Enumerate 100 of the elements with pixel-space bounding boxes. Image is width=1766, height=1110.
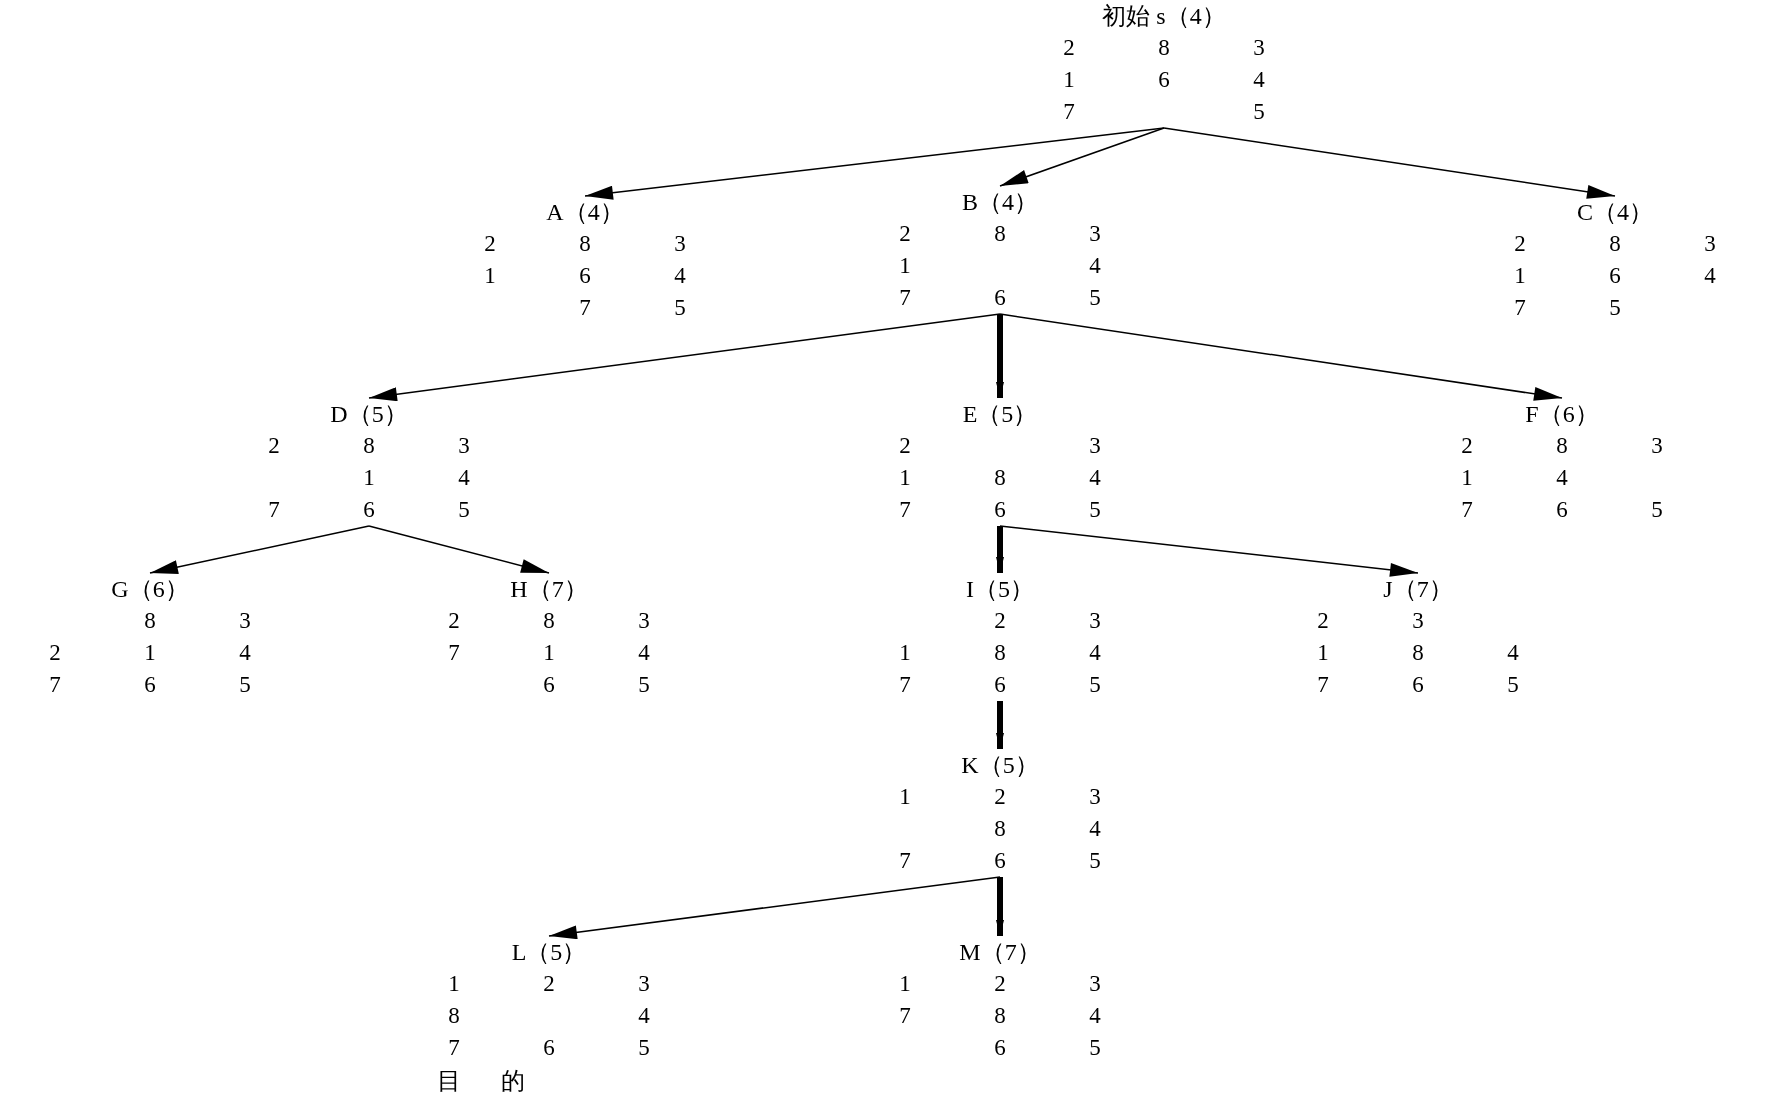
arrow bbox=[996, 526, 1004, 573]
tile-number: 1 bbox=[1460, 464, 1474, 492]
tile-number: 5 bbox=[1650, 496, 1664, 524]
tile-number: 6 bbox=[993, 496, 1007, 524]
state-label: M（7） bbox=[959, 938, 1041, 967]
tile-number: 7 bbox=[447, 639, 461, 667]
tile-number: 5 bbox=[1088, 847, 1102, 875]
tile-number: 2 bbox=[1460, 432, 1474, 460]
tile-number: 7 bbox=[48, 671, 62, 699]
tile-number: 7 bbox=[898, 284, 912, 312]
tile-number: 8 bbox=[993, 220, 1007, 248]
tile-number: 8 bbox=[578, 230, 592, 258]
tile-number: 4 bbox=[673, 262, 687, 290]
arrow bbox=[999, 525, 1419, 577]
arrow bbox=[584, 127, 1165, 200]
tile-number: 1 bbox=[898, 464, 912, 492]
tile-number: 3 bbox=[1411, 607, 1425, 635]
tile-number: 2 bbox=[993, 970, 1007, 998]
tile-number: 3 bbox=[1088, 970, 1102, 998]
state-label: L（5） bbox=[511, 938, 587, 967]
tile-number: 6 bbox=[542, 1034, 556, 1062]
tile-number: 2 bbox=[993, 783, 1007, 811]
tile-number: 8 bbox=[1608, 230, 1622, 258]
tile-number: 5 bbox=[1088, 671, 1102, 699]
tile-number: 3 bbox=[1703, 230, 1717, 258]
tile-number: 5 bbox=[1252, 98, 1266, 126]
arrow bbox=[996, 314, 1004, 398]
tile-number: 7 bbox=[1460, 496, 1474, 524]
tile-number: 7 bbox=[1316, 671, 1330, 699]
tile-number: 6 bbox=[1157, 66, 1171, 94]
tile-number: 2 bbox=[993, 607, 1007, 635]
tile-number: 7 bbox=[578, 294, 592, 322]
arrow bbox=[149, 525, 370, 574]
tile-number: 4 bbox=[637, 1002, 651, 1030]
state-label: A（4） bbox=[546, 198, 624, 227]
state-label: B（4） bbox=[962, 188, 1038, 217]
tile-number: 2 bbox=[447, 607, 461, 635]
tile-number: 8 bbox=[1411, 639, 1425, 667]
tile-number: 5 bbox=[673, 294, 687, 322]
arrow bbox=[996, 877, 1004, 936]
tile-number: 8 bbox=[447, 1002, 461, 1030]
tile-number: 5 bbox=[457, 496, 471, 524]
tile-number: 3 bbox=[457, 432, 471, 460]
tile-number: 3 bbox=[1088, 783, 1102, 811]
state-label: 初始 s（4） bbox=[1102, 2, 1226, 31]
tile-number: 4 bbox=[457, 464, 471, 492]
state-label: I（5） bbox=[966, 575, 1034, 604]
tile-number: 1 bbox=[1316, 639, 1330, 667]
tile-number: 4 bbox=[1252, 66, 1266, 94]
state-label: E（5） bbox=[962, 400, 1038, 429]
tile-number: 8 bbox=[1157, 34, 1171, 62]
tile-number: 6 bbox=[542, 671, 556, 699]
tile-number: 8 bbox=[1555, 432, 1569, 460]
tile-number: 6 bbox=[1555, 496, 1569, 524]
tile-number: 2 bbox=[267, 432, 281, 460]
tile-number: 2 bbox=[898, 432, 912, 460]
tile-number: 4 bbox=[1555, 464, 1569, 492]
tile-number: 4 bbox=[1088, 639, 1102, 667]
tile-number: 7 bbox=[267, 496, 281, 524]
tile-number: 3 bbox=[1650, 432, 1664, 460]
tile-number: 5 bbox=[238, 671, 252, 699]
tile-number: 1 bbox=[898, 639, 912, 667]
tile-number: 7 bbox=[447, 1034, 461, 1062]
tile-number: 5 bbox=[1088, 1034, 1102, 1062]
tile-number: 6 bbox=[578, 262, 592, 290]
arrow bbox=[996, 701, 1004, 749]
tile-number: 2 bbox=[898, 220, 912, 248]
tile-number: 3 bbox=[1088, 432, 1102, 460]
tile-number: 2 bbox=[48, 639, 62, 667]
tile-number: 3 bbox=[637, 607, 651, 635]
tile-number: 6 bbox=[993, 284, 1007, 312]
tile-number: 6 bbox=[143, 671, 157, 699]
tile-number: 1 bbox=[483, 262, 497, 290]
arrow bbox=[368, 525, 550, 574]
tile-number: 6 bbox=[1411, 671, 1425, 699]
tile-number: 1 bbox=[1062, 66, 1076, 94]
tile-number: 2 bbox=[542, 970, 556, 998]
tile-number: 3 bbox=[1088, 220, 1102, 248]
tile-number: 8 bbox=[993, 639, 1007, 667]
tile-number: 4 bbox=[1088, 1002, 1102, 1030]
tile-number: 8 bbox=[993, 815, 1007, 843]
tile-number: 1 bbox=[898, 970, 912, 998]
tile-number: 1 bbox=[898, 252, 912, 280]
tile-number: 7 bbox=[898, 847, 912, 875]
tile-number: 2 bbox=[1513, 230, 1527, 258]
arrow bbox=[1163, 127, 1616, 199]
state-label: J（7） bbox=[1383, 575, 1453, 604]
tile-number: 5 bbox=[1088, 284, 1102, 312]
tile-number: 6 bbox=[993, 1034, 1007, 1062]
tile-number: 2 bbox=[483, 230, 497, 258]
tile-number: 7 bbox=[1062, 98, 1076, 126]
tile-number: 3 bbox=[637, 970, 651, 998]
tile-number: 7 bbox=[1513, 294, 1527, 322]
tile-number: 8 bbox=[993, 464, 1007, 492]
state-label: D（5） bbox=[330, 400, 408, 429]
tile-number: 5 bbox=[1506, 671, 1520, 699]
tile-number: 8 bbox=[143, 607, 157, 635]
tile-number: 4 bbox=[1088, 815, 1102, 843]
tile-number: 7 bbox=[898, 1002, 912, 1030]
state-label: C（4） bbox=[1577, 198, 1653, 227]
